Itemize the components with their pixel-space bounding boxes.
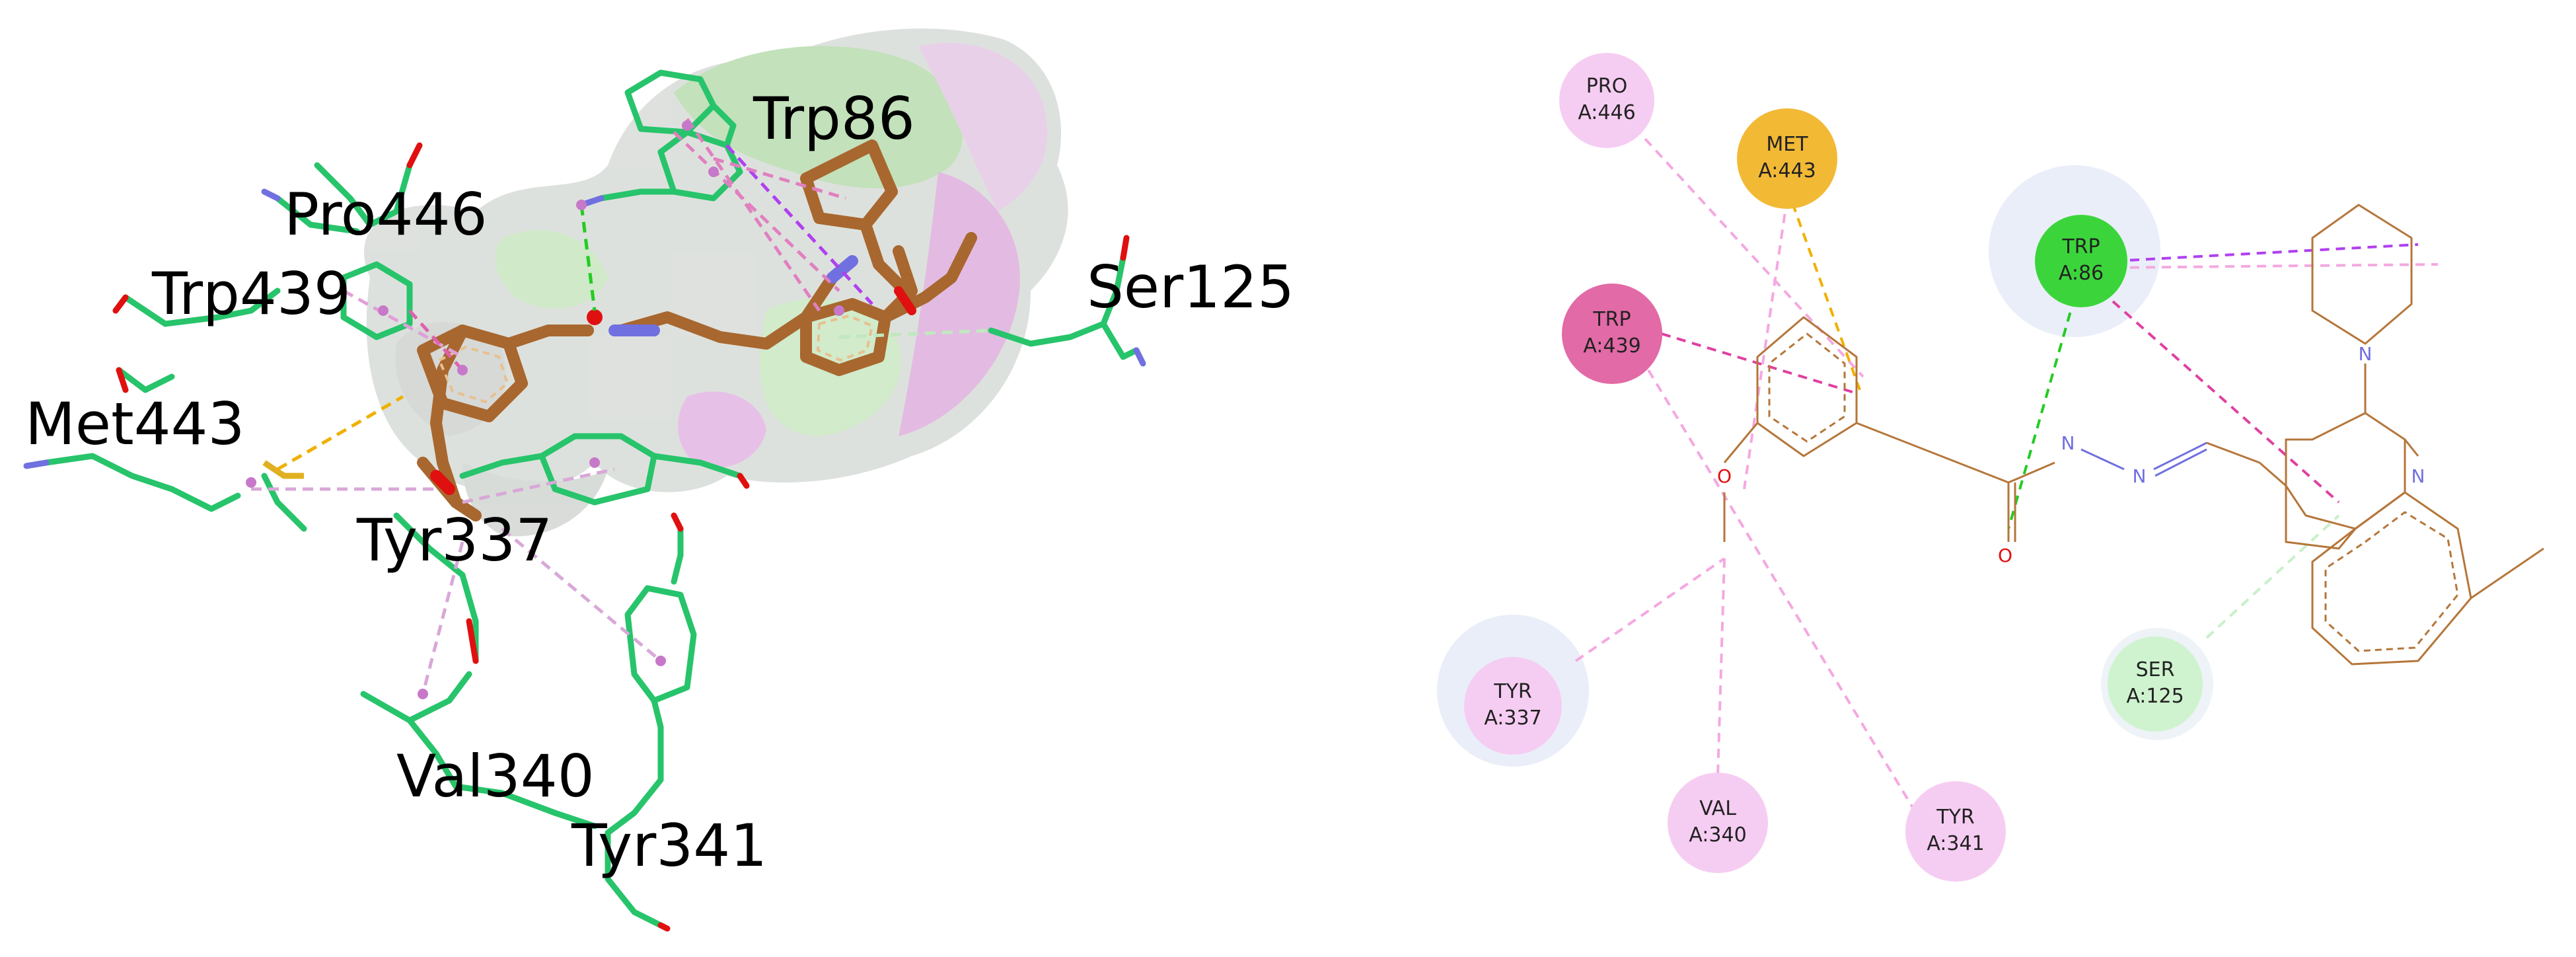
label-trp86: Trp86 — [753, 85, 915, 153]
trp439-pos: A:439 — [1583, 334, 1640, 358]
residue-pro446: PRO A:446 — [1559, 53, 1654, 148]
binding-pose-3d: Trp86 Pro446 Trp439 Ser125 Met443 Tyr337… — [23, 28, 1294, 932]
ligand-ring-n — [827, 255, 858, 284]
tyr341-name: TYR — [1936, 806, 1975, 829]
residue-met443: MET A:443 — [1737, 108, 1837, 209]
pro446-name: PRO — [1586, 75, 1628, 98]
interaction-centroids-3d — [246, 120, 844, 699]
ligand-ring-inner — [437, 314, 874, 404]
met443-pos: A:443 — [1758, 159, 1816, 182]
ligand-ether-oxygen — [430, 470, 455, 495]
ligand-methyl-tip — [894, 286, 916, 315]
protein-residue-sticks — [43, 69, 1140, 929]
met443-line — [1786, 188, 1861, 391]
residue-trp86: TRP A:86 — [2035, 215, 2127, 307]
val340-name: VAL — [1699, 797, 1736, 820]
label-tyr341: Tyr341 — [571, 812, 767, 880]
benzene-ring — [1756, 316, 1858, 457]
met443-alkyl-line — [1743, 198, 1788, 490]
tyr337-pos: A:337 — [1484, 707, 1541, 730]
atom-quinoline-n: N — [2411, 465, 2425, 487]
atom-piperidine-n: N — [2359, 343, 2373, 365]
ser125-name: SER — [2136, 658, 2175, 681]
interaction-dashes-3d — [251, 118, 992, 695]
ser125-line — [2205, 514, 2340, 639]
molecular-surface — [363, 28, 1068, 537]
label-met443: Met443 — [25, 390, 245, 458]
tyr341-pos: A:341 — [1927, 832, 1984, 855]
heteroatom-sticks — [23, 142, 1146, 932]
trp86-hbond-line — [2007, 297, 2076, 529]
trp86-amide-pi-line — [2114, 243, 2419, 262]
piperidine-ring — [2311, 204, 2413, 345]
residue-tyr341: TYR A:341 — [1905, 781, 2006, 882]
trp439-alkyl-line — [1647, 369, 1917, 814]
pro446-line — [1644, 137, 1864, 378]
ser125-pos: A:125 — [2126, 685, 2184, 708]
val340-line — [1716, 558, 1726, 777]
label-ser125: Ser125 — [1087, 253, 1294, 321]
met443-sulfur-stick — [262, 460, 304, 479]
ligand-atom-labels: O O N N N N — [1717, 343, 2425, 566]
residue-trp439: TRP A:439 — [1562, 284, 1662, 384]
trp86-pi-alkyl-line — [2114, 263, 2439, 269]
met443-name: MET — [1766, 133, 1808, 156]
atom-hydrazide-n: N — [2061, 432, 2075, 454]
atom-hydrazone-n: N — [2133, 465, 2147, 487]
trp439-line — [1661, 332, 1857, 395]
residue-tyr337: TYR A:337 — [1464, 657, 1562, 755]
label-pro446: Pro446 — [284, 180, 488, 249]
trp439-name: TRP — [1592, 308, 1631, 331]
label-val340: Val340 — [396, 742, 595, 810]
label-trp439: Trp439 — [151, 260, 351, 328]
tyr337-name: TYR — [1493, 680, 1532, 703]
trp86-name: TRP — [2061, 235, 2100, 258]
interaction-lines-2d — [1574, 137, 2439, 814]
pro446-pos: A:446 — [1578, 101, 1635, 124]
label-tyr337: Tyr337 — [356, 506, 552, 574]
residue-discs: PRO A:446 MET A:443 TRP A:439 TRP A:86 T… — [1464, 53, 2203, 882]
interaction-diagram-2d: O O N N N N PRO A:446 MET A:443 TRP A:43… — [1437, 53, 2544, 882]
residue-ser125: SER A:125 — [2108, 636, 2203, 732]
trp86-pi-pi-line — [2100, 289, 2340, 504]
atom-ether-oxygen: O — [1717, 465, 1732, 487]
val340-pos: A:340 — [1689, 823, 1746, 847]
ligand-carbonyl-oxygen — [587, 309, 603, 325]
residue-val340: VAL A:340 — [1668, 773, 1768, 873]
ligand-2d — [1723, 204, 2544, 666]
atom-carbonyl-oxygen: O — [1998, 545, 2012, 566]
tyr337-line — [1574, 557, 1726, 662]
residue-labels-3d: Trp86 Pro446 Trp439 Ser125 Met443 Tyr337… — [25, 85, 1294, 880]
trp86-pos: A:86 — [2059, 262, 2104, 285]
